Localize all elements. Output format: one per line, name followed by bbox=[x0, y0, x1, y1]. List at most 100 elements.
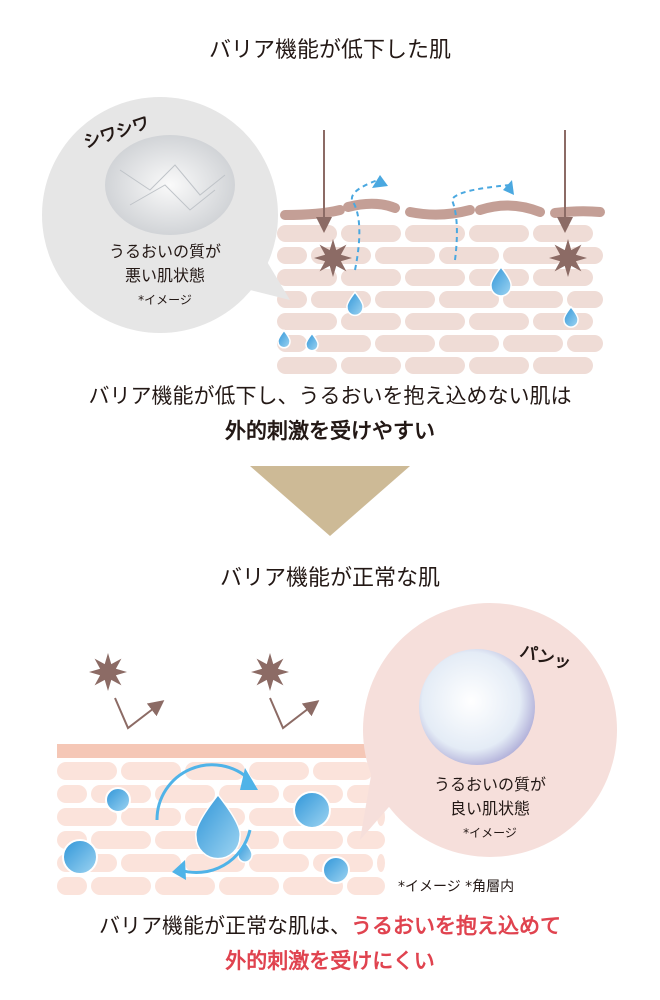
water-drop-icon bbox=[563, 305, 579, 328]
footnote: *イメージ *角層内 bbox=[398, 879, 515, 895]
water-drop-icons bbox=[62, 265, 579, 884]
skin-cell bbox=[277, 269, 337, 286]
skin-cell bbox=[277, 225, 337, 242]
bottom-caption-line2: 外的刺激を受けにくい bbox=[225, 949, 435, 973]
skin-cell bbox=[311, 335, 371, 352]
skin-cell bbox=[283, 831, 343, 849]
skin-cell bbox=[469, 313, 529, 330]
water-drop-icon bbox=[490, 265, 512, 297]
skin-cell bbox=[469, 357, 529, 374]
skin-cell bbox=[503, 247, 563, 264]
skin-cell bbox=[375, 335, 435, 352]
stimulus-star-icon bbox=[549, 239, 587, 277]
circulation-arrows bbox=[155, 763, 252, 874]
broken-surface-layer bbox=[280, 198, 605, 220]
bubble-line: 良い肌状態 bbox=[449, 799, 530, 818]
skin-cell bbox=[57, 762, 117, 780]
skin-cell bbox=[341, 357, 401, 374]
skin-cell bbox=[219, 877, 279, 895]
down-triangle-arrow bbox=[250, 466, 410, 536]
moisture-escape-arrows bbox=[350, 179, 511, 271]
skin-cell bbox=[121, 808, 181, 826]
caption-plain: バリア機能が正常な肌は、 bbox=[99, 914, 351, 938]
bottom-section-title: バリア機能が正常な肌 bbox=[219, 566, 440, 591]
skin-cell bbox=[91, 877, 151, 895]
skin-cell bbox=[341, 225, 401, 242]
water-drop-icon bbox=[195, 793, 241, 860]
skin-cell bbox=[375, 247, 435, 264]
skin-cell bbox=[185, 854, 245, 872]
skin-cell bbox=[567, 335, 603, 352]
skin-cell bbox=[503, 291, 563, 308]
skin-cell bbox=[57, 785, 87, 803]
skin-cell bbox=[341, 313, 401, 330]
skin-cell bbox=[121, 854, 181, 872]
skin-cell bbox=[405, 313, 465, 330]
skin-cell bbox=[155, 785, 215, 803]
skin-cell bbox=[533, 357, 593, 374]
skin-cell bbox=[533, 225, 593, 242]
skin-cell bbox=[469, 225, 529, 242]
skin-cell bbox=[567, 291, 603, 308]
healthy-surface-layer bbox=[57, 744, 387, 758]
skin-cell bbox=[439, 335, 499, 352]
skin-cell bbox=[277, 247, 307, 264]
stimulus-arrows bbox=[316, 130, 573, 233]
skin-cell bbox=[439, 291, 499, 308]
water-sphere-icon bbox=[62, 839, 98, 875]
skin-cell bbox=[533, 269, 593, 286]
top-caption-line2: 外的刺激を受けやすい bbox=[225, 419, 435, 443]
top-section-title: バリア機能が低下した肌 bbox=[208, 38, 451, 63]
skin-cell bbox=[155, 877, 215, 895]
skin-cell bbox=[439, 247, 499, 264]
skin-cell bbox=[347, 831, 385, 849]
skin-cell bbox=[249, 854, 309, 872]
skin-cell bbox=[57, 808, 117, 826]
skin-cell bbox=[57, 877, 87, 895]
top-bubble-text: うるおいの質が 悪い肌状態 *イメージ bbox=[80, 240, 250, 312]
top-caption-line1: バリア機能が低下し、うるおいを抱え込めない肌は bbox=[88, 384, 572, 408]
water-sphere-icon bbox=[105, 787, 131, 813]
bubble-line: うるおいの質が bbox=[433, 775, 546, 794]
plump-bubble-image bbox=[419, 649, 535, 765]
water-drop-icon bbox=[346, 290, 364, 317]
water-drop-icon bbox=[305, 332, 319, 352]
skin-cell bbox=[405, 225, 465, 242]
skin-cell bbox=[249, 762, 309, 780]
skin-cell bbox=[91, 831, 151, 849]
skin-cell bbox=[277, 313, 337, 330]
bottom-caption-line1: バリア機能が正常な肌は、うるおいを抱え込めて bbox=[0, 910, 660, 940]
image-note: *イメージ bbox=[138, 293, 192, 307]
water-sphere-icon bbox=[293, 791, 331, 829]
bubble-line: うるおいの質が bbox=[108, 242, 221, 261]
skin-cell bbox=[503, 335, 563, 352]
skin-cell bbox=[375, 291, 435, 308]
pink-speech-bubble bbox=[360, 603, 617, 857]
water-drop-icon bbox=[277, 329, 291, 349]
stimulus-star-icon bbox=[314, 239, 352, 277]
skin-cell bbox=[377, 854, 385, 872]
skin-cell bbox=[347, 877, 385, 895]
bubble-line: 悪い肌状態 bbox=[124, 266, 205, 285]
caption-highlight: うるおいを抱え込めて bbox=[351, 914, 561, 938]
stimulus-star-icon bbox=[89, 653, 127, 691]
wrinkled-texture-image bbox=[105, 135, 235, 235]
water-sphere-icon bbox=[322, 856, 350, 884]
skin-cell bbox=[219, 785, 279, 803]
gray-speech-bubble bbox=[42, 97, 290, 333]
skin-cell bbox=[533, 313, 593, 330]
skin-cell bbox=[405, 269, 465, 286]
reflected-stimulus-arrows bbox=[114, 697, 320, 730]
bottom-bubble-text: うるおいの質が 良い肌状態 *イメージ bbox=[400, 773, 580, 845]
skin-cell bbox=[283, 877, 343, 895]
skin-cell bbox=[313, 762, 373, 780]
skin-cell bbox=[341, 269, 401, 286]
damaged-skin-cells bbox=[277, 225, 603, 374]
stimulus-star-icon bbox=[251, 653, 289, 691]
skin-cell bbox=[277, 357, 337, 374]
skin-cell bbox=[405, 357, 465, 374]
skin-cell bbox=[121, 762, 181, 780]
stimulus-star-icons bbox=[89, 239, 587, 691]
